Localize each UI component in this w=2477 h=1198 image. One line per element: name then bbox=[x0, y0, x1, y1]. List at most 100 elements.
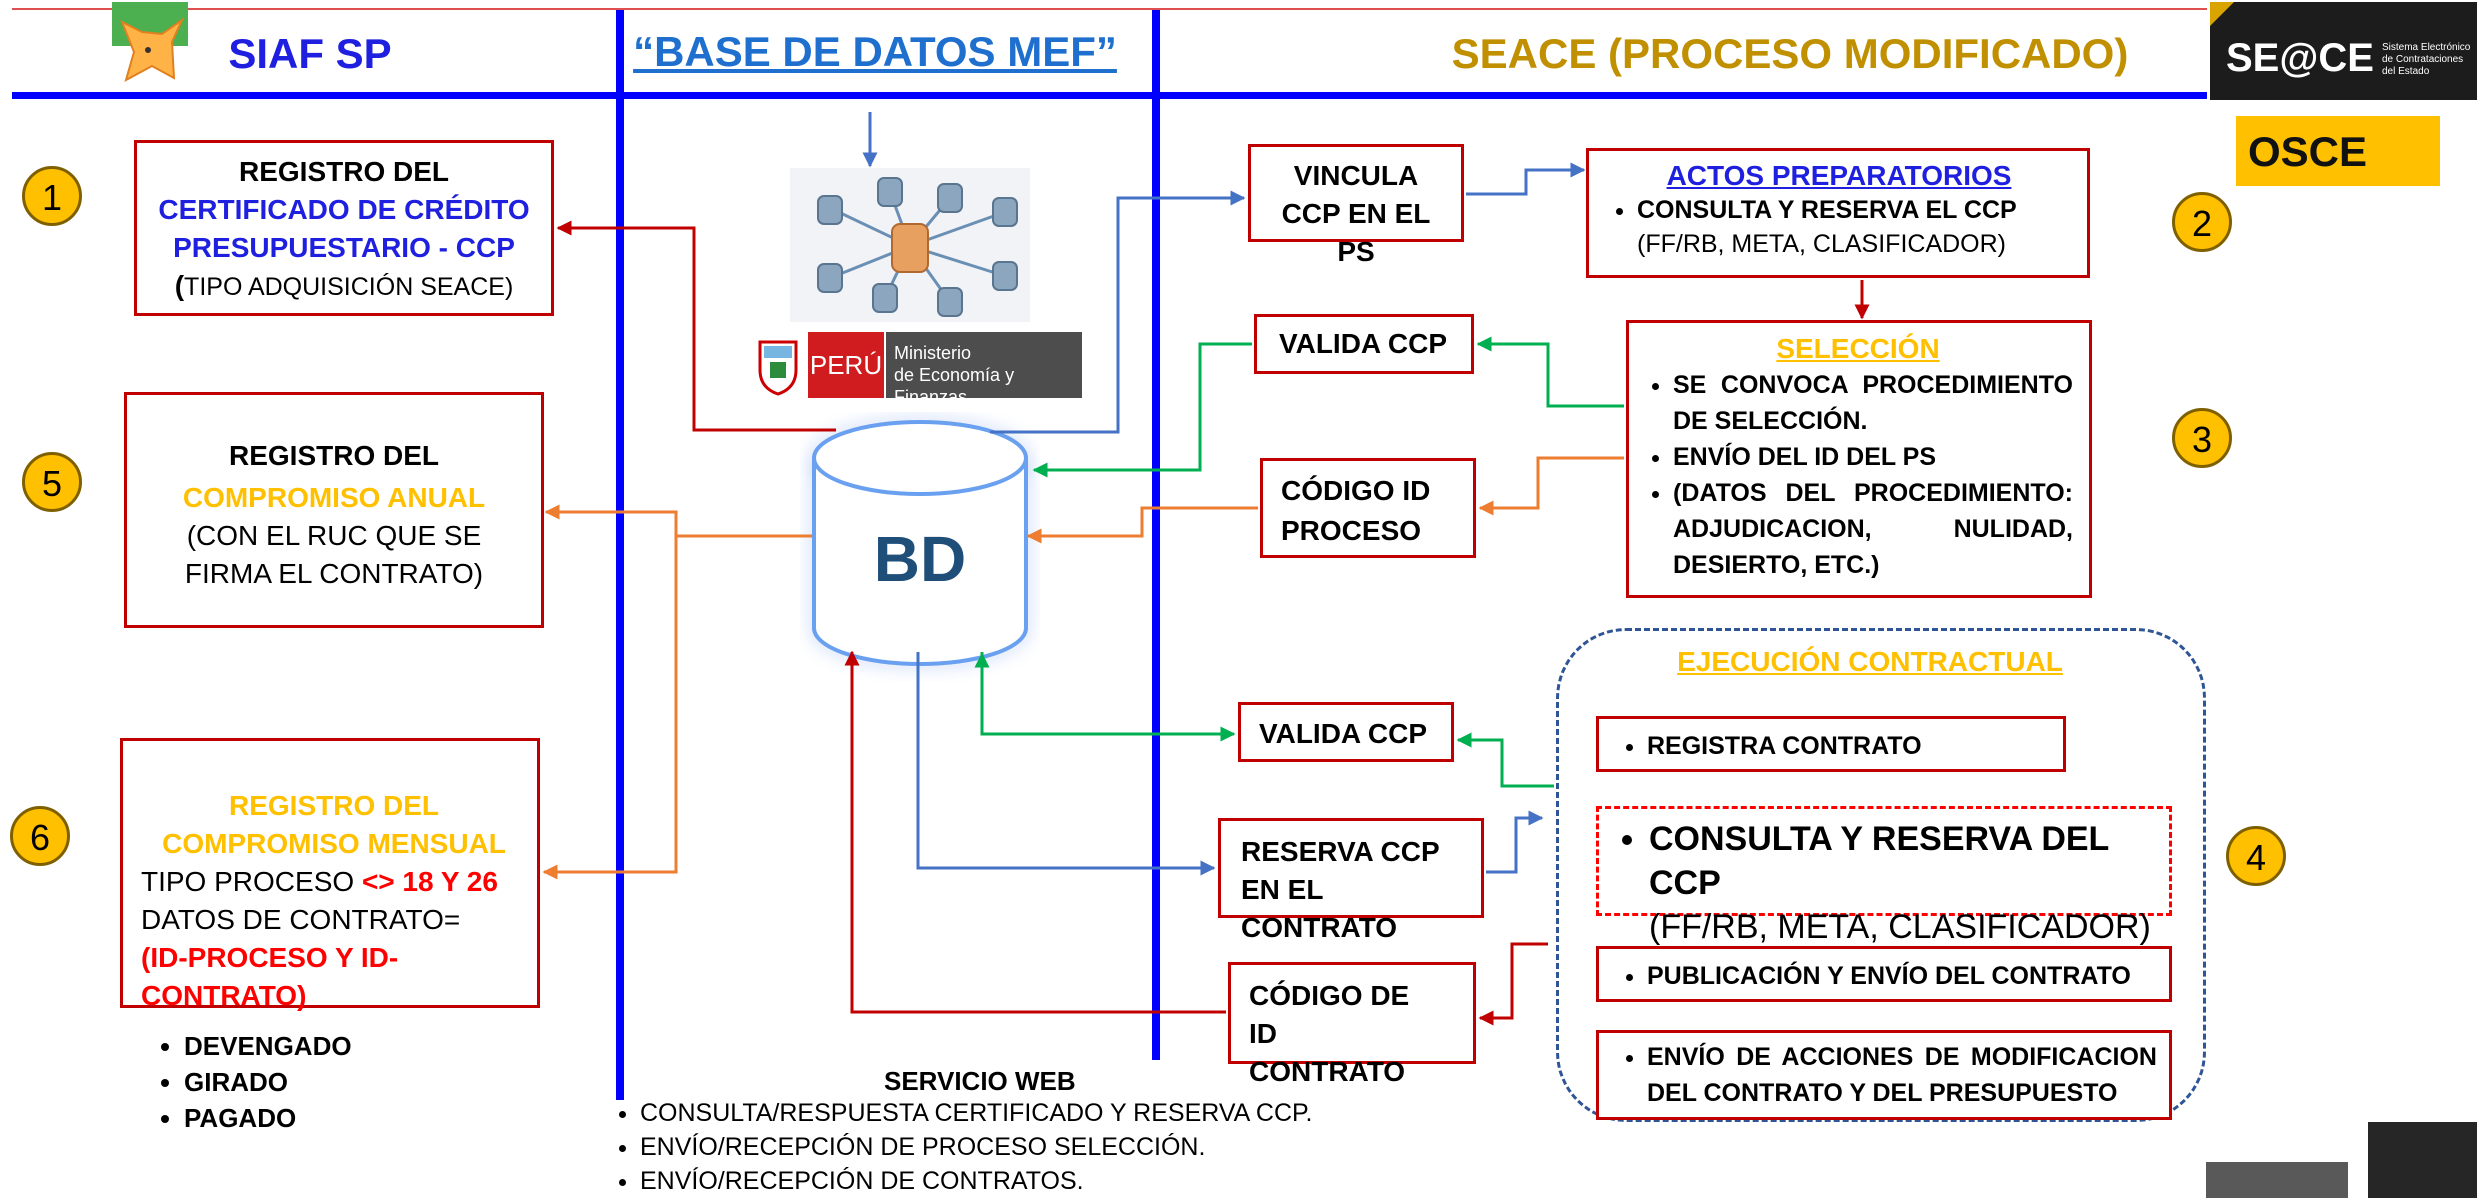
arrow-seleccion-to-codigo bbox=[1478, 456, 1624, 516]
siaf-stage-list: DEVENGADO GIRADO PAGADO bbox=[150, 1028, 352, 1136]
box6-line4: DATOS DE CONTRATO= bbox=[141, 904, 461, 935]
list-item: PUBLICACIÓN Y ENVÍO DEL CONTRATO bbox=[1647, 957, 2169, 995]
servicio-web-list: CONSULTA/RESPUESTA CERTIFICADO Y RESERVA… bbox=[606, 1096, 1312, 1198]
box-compromiso-mensual: REGISTRO DEL COMPROMISO MENSUAL TIPO PRO… bbox=[120, 738, 540, 1011]
box-consulta-reserva-ccp: CONSULTA Y RESERVA DEL CCP (FF/RB, META, … bbox=[1596, 806, 2172, 946]
actos-title: ACTOS PREPARATORIOS bbox=[1666, 160, 2012, 191]
servicio-web-title: SERVICIO WEB bbox=[884, 1066, 1076, 1096]
corner-block-dark bbox=[2368, 1122, 2477, 1198]
header-rule bbox=[12, 92, 2207, 99]
box1-line4-paren: ( bbox=[174, 270, 185, 301]
list-item: CONSULTA/RESPUESTA CERTIFICADO Y RESERVA… bbox=[640, 1096, 1312, 1130]
step-6-badge: 6 bbox=[10, 806, 70, 866]
box1-line1: REGISTRO DEL bbox=[238, 156, 449, 187]
box1-line2: CERTIFICADO DE CRÉDITO bbox=[158, 194, 530, 225]
consulta-list: CONSULTA Y RESERVA DEL CCP (FF/RB, META, … bbox=[1617, 817, 2169, 949]
seace-logo-text: SE@CE bbox=[2226, 36, 2374, 80]
actos-item-rest: (FF/RB, META, CLASIFICADOR) bbox=[1637, 230, 2006, 258]
actos-list: CONSULTA Y RESERVA EL CCP (FF/RB, META, … bbox=[1607, 193, 2071, 261]
arrow-bd-to-valida2 bbox=[980, 652, 1236, 742]
mef-line1: Ministerio bbox=[894, 343, 972, 363]
peru-tag: PERÚ bbox=[808, 332, 884, 398]
arrow-reserva-to-ejecucion bbox=[1486, 810, 1544, 874]
box-publicacion-contrato: PUBLICACIÓN Y ENVÍO DEL CONTRATO bbox=[1596, 946, 2172, 1002]
osce-logo-text: OSCE bbox=[2248, 128, 2368, 175]
box-registra-contrato: REGISTRA CONTRATO bbox=[1596, 716, 2066, 772]
list-item: ENVÍO/RECEPCIÓN DE CONTRATOS. bbox=[640, 1164, 1312, 1198]
step-2-badge: 2 bbox=[2172, 192, 2232, 252]
box6-line5: (ID-PROCESO Y ID-CONTRATO) bbox=[141, 942, 399, 1011]
corner-block-light bbox=[2206, 1162, 2348, 1198]
box5-line1: REGISTRO DEL bbox=[228, 440, 439, 471]
arrow-ejecucion-to-codigo-contrato bbox=[1478, 942, 1548, 1026]
list-item: GIRADO bbox=[184, 1064, 352, 1100]
step-5-badge: 5 bbox=[22, 452, 82, 512]
box1-line4-text: TIPO ADQUISICIÓN SEACE) bbox=[184, 273, 514, 301]
arrow-codigo-contrato-to-bd bbox=[844, 650, 1226, 1014]
box-seleccion: SELECCIÓN SE CONVOCA PROCEDIMIENTO DE SE… bbox=[1626, 320, 2092, 598]
arrow-bd-to-box1 bbox=[556, 220, 836, 432]
box-codigo-id-proceso: CÓDIGO ID PROCESO bbox=[1260, 458, 1476, 558]
consulta-title: CONSULTA Y RESERVA DEL CCP bbox=[1649, 820, 2109, 902]
box-codigo-id-contrato: CÓDIGO DE ID CONTRATO bbox=[1228, 962, 1476, 1087]
osce-logo: OSCE bbox=[2236, 116, 2440, 186]
seace-logo-sub: Sistema Electrónico de Contrataciones de… bbox=[2382, 42, 2471, 77]
list-item: CONSULTA Y RESERVA EL CCP (FF/RB, META, … bbox=[1637, 193, 2071, 261]
header-siaf: SIAF SP bbox=[228, 30, 392, 77]
database-network-image bbox=[790, 168, 1030, 322]
box6-line3: TIPO PROCESO <> 18 Y 26 bbox=[141, 863, 527, 901]
box6-line3b: <> 18 Y 26 bbox=[361, 866, 498, 897]
mef-logo: PERÚ Ministerio de Economía y Finanzas bbox=[752, 330, 1082, 407]
box-compromiso-anual: REGISTRO DEL COMPROMISO ANUAL (CON EL RU… bbox=[124, 392, 544, 628]
mef-line2: de Economía y Finanzas bbox=[894, 365, 1015, 407]
list-item: (DATOS DEL PROCEDIMIENTO: ADJUDICACION, … bbox=[1673, 475, 2073, 583]
registra-list: REGISTRA CONTRATO bbox=[1617, 727, 2063, 765]
box-actos-preparatorios: ACTOS PREPARATORIOS CONSULTA Y RESERVA E… bbox=[1586, 148, 2090, 278]
box6-line3a: TIPO PROCESO bbox=[141, 866, 362, 897]
ejecucion-contractual-container bbox=[1556, 628, 2206, 1122]
list-item: DEVENGADO bbox=[184, 1028, 352, 1064]
list-item: REGISTRA CONTRATO bbox=[1647, 727, 2063, 765]
list-item: PAGADO bbox=[184, 1100, 352, 1136]
list-item: ENVÍO/RECEPCIÓN DE PROCESO SELECCIÓN. bbox=[640, 1130, 1312, 1164]
divider-left bbox=[616, 10, 624, 1100]
top-rule bbox=[12, 8, 2207, 10]
bd-label: BD bbox=[873, 523, 967, 595]
divider-right bbox=[1152, 10, 1160, 1060]
arrow-codigo-to-bd bbox=[1026, 506, 1258, 544]
box1-line3: PRESUPUESTARIO - CCP bbox=[173, 232, 515, 263]
consulta-sub: (FF/RB, META, CLASIFICADOR) bbox=[1649, 908, 2151, 946]
arrow-ejecucion-to-valida2 bbox=[1456, 732, 1554, 788]
publicacion-list: PUBLICACIÓN Y ENVÍO DEL CONTRATO bbox=[1617, 957, 2169, 995]
box-vincula-ccp: VINCULA CCP EN EL PS bbox=[1248, 144, 1464, 267]
box5-line3: (CON EL RUC QUE SE FIRMA EL CONTRATO) bbox=[184, 520, 484, 589]
step-1-badge: 1 bbox=[22, 166, 82, 226]
arrow-vincula-to-actos bbox=[1466, 162, 1586, 196]
step-4-badge: 4 bbox=[2226, 826, 2286, 886]
arrow-bd-to-reserva bbox=[916, 652, 1216, 876]
box-registro-ccp: REGISTRO DEL CERTIFICADO DE CRÉDITO PRES… bbox=[134, 140, 554, 316]
list-item: CONSULTA Y RESERVA DEL CCP (FF/RB, META, … bbox=[1649, 817, 2169, 949]
list-item: ENVÍO DEL ID DEL PS bbox=[1673, 439, 2073, 475]
arrow-bd-to-vincula bbox=[990, 190, 1246, 434]
box-reserva-ccp: RESERVA CCP EN EL CONTRATO bbox=[1218, 818, 1484, 943]
arrow-bd-to-box5 bbox=[544, 504, 812, 538]
mef-name: Ministerio de Economía y Finanzas bbox=[886, 332, 1082, 407]
arrow-seleccion-to-valida1 bbox=[1476, 336, 1624, 408]
box5-line2: COMPROMISO ANUAL bbox=[182, 482, 486, 513]
box-valida-ccp-2: VALIDA CCP bbox=[1238, 702, 1454, 762]
actos-item-bold: CONSULTA Y RESERVA EL CCP bbox=[1637, 196, 2017, 224]
header-base: “BASE DE DATOS MEF” bbox=[633, 28, 1117, 75]
step-3-badge: 3 bbox=[2172, 408, 2232, 468]
box6-line2: COMPROMISO MENSUAL bbox=[162, 828, 506, 859]
fox-logo bbox=[112, 2, 188, 83]
arrow-bd-to-box6 bbox=[542, 536, 678, 880]
seleccion-list: SE CONVOCA PROCEDIMIENTO DE SELECCIÓN. E… bbox=[1643, 367, 2073, 583]
list-item: SE CONVOCA PROCEDIMIENTO DE SELECCIÓN. bbox=[1673, 367, 2073, 439]
database-cylinder: BD bbox=[800, 412, 1040, 682]
seace-logo: SE@CE Sistema Electrónico de Contratacio… bbox=[2210, 2, 2477, 100]
box6-line1: REGISTRO DEL bbox=[228, 790, 439, 821]
list-item: ENVÍO DE ACCIONES DE MODIFICACION DEL CO… bbox=[1647, 1039, 2157, 1111]
arrow-valida1-to-bd bbox=[1032, 342, 1252, 478]
